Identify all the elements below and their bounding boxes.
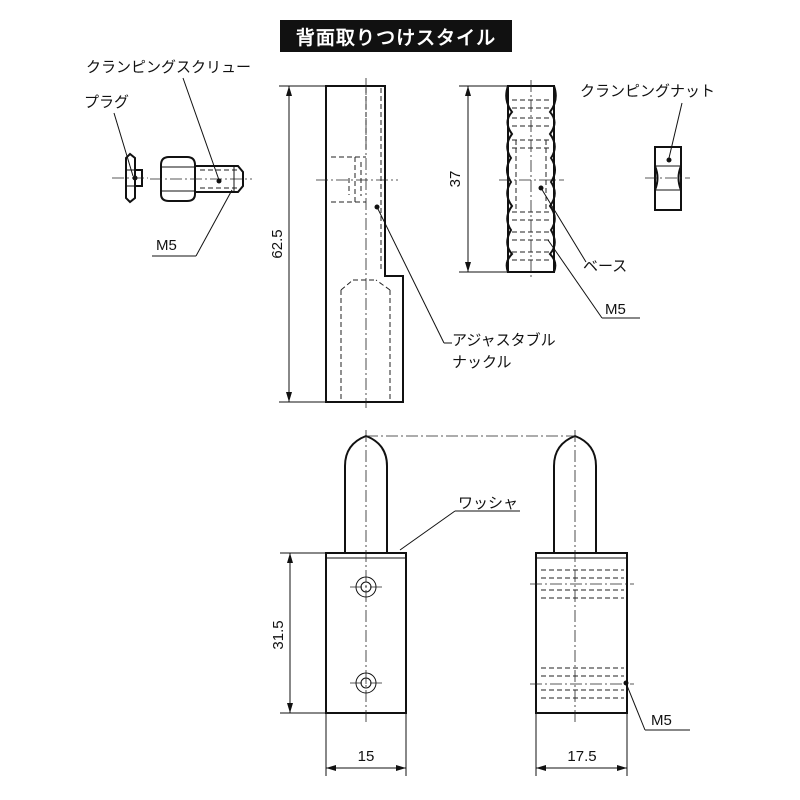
dim-62-5-lines (279, 85, 326, 403)
washer-label: ワッシャ (458, 494, 519, 512)
clamping-nut-leader (668, 102, 683, 159)
dim-31-5-label: 31.5 (270, 620, 287, 650)
adjustable-knuckle-label-line1: アジャスタブル (452, 331, 556, 349)
clamping-nut-part (645, 146, 690, 211)
m5-base-leader (547, 239, 603, 319)
bottom-front-assembly (325, 430, 407, 724)
dim-17-5-lines (535, 713, 628, 776)
m5-bottom-label: M5 (651, 712, 672, 729)
knuckle-leader (376, 206, 445, 344)
dim-15-lines (325, 713, 407, 776)
washer-leader (399, 510, 456, 551)
dim-37-label: 37 (447, 170, 464, 188)
m5-bottom-leader (625, 682, 646, 731)
base-part (499, 80, 564, 278)
clamping-screw-label: クランピングスクリュー (86, 58, 252, 76)
clamping-screw-leader (182, 77, 220, 181)
dim-17-5-label: 17.5 (567, 748, 597, 765)
m5-screw-label: M5 (156, 237, 177, 254)
base-label: ベース (583, 257, 628, 275)
plug-leader (113, 112, 134, 177)
adjustable-knuckle-label-line2: ナックル (452, 353, 512, 371)
clamping-nut-label: クランピングナット (580, 82, 716, 100)
plug-label: プラグ (84, 93, 130, 111)
bottom-side-assembly (530, 430, 634, 724)
adjustable-knuckle-part (316, 78, 404, 408)
m5-screw-leader (195, 189, 233, 257)
plug-part (112, 152, 148, 204)
m5-base-label: M5 (605, 301, 626, 318)
base-leader (540, 187, 587, 263)
clamping-screw-part (150, 156, 252, 202)
dim-62-5-label: 62.5 (269, 229, 286, 259)
dim-15-label: 15 (357, 748, 375, 765)
dim-31-5-lines (280, 552, 326, 714)
dim-37-lines (459, 85, 508, 273)
drawing-title: 背面取りつけスタイル (280, 20, 512, 52)
